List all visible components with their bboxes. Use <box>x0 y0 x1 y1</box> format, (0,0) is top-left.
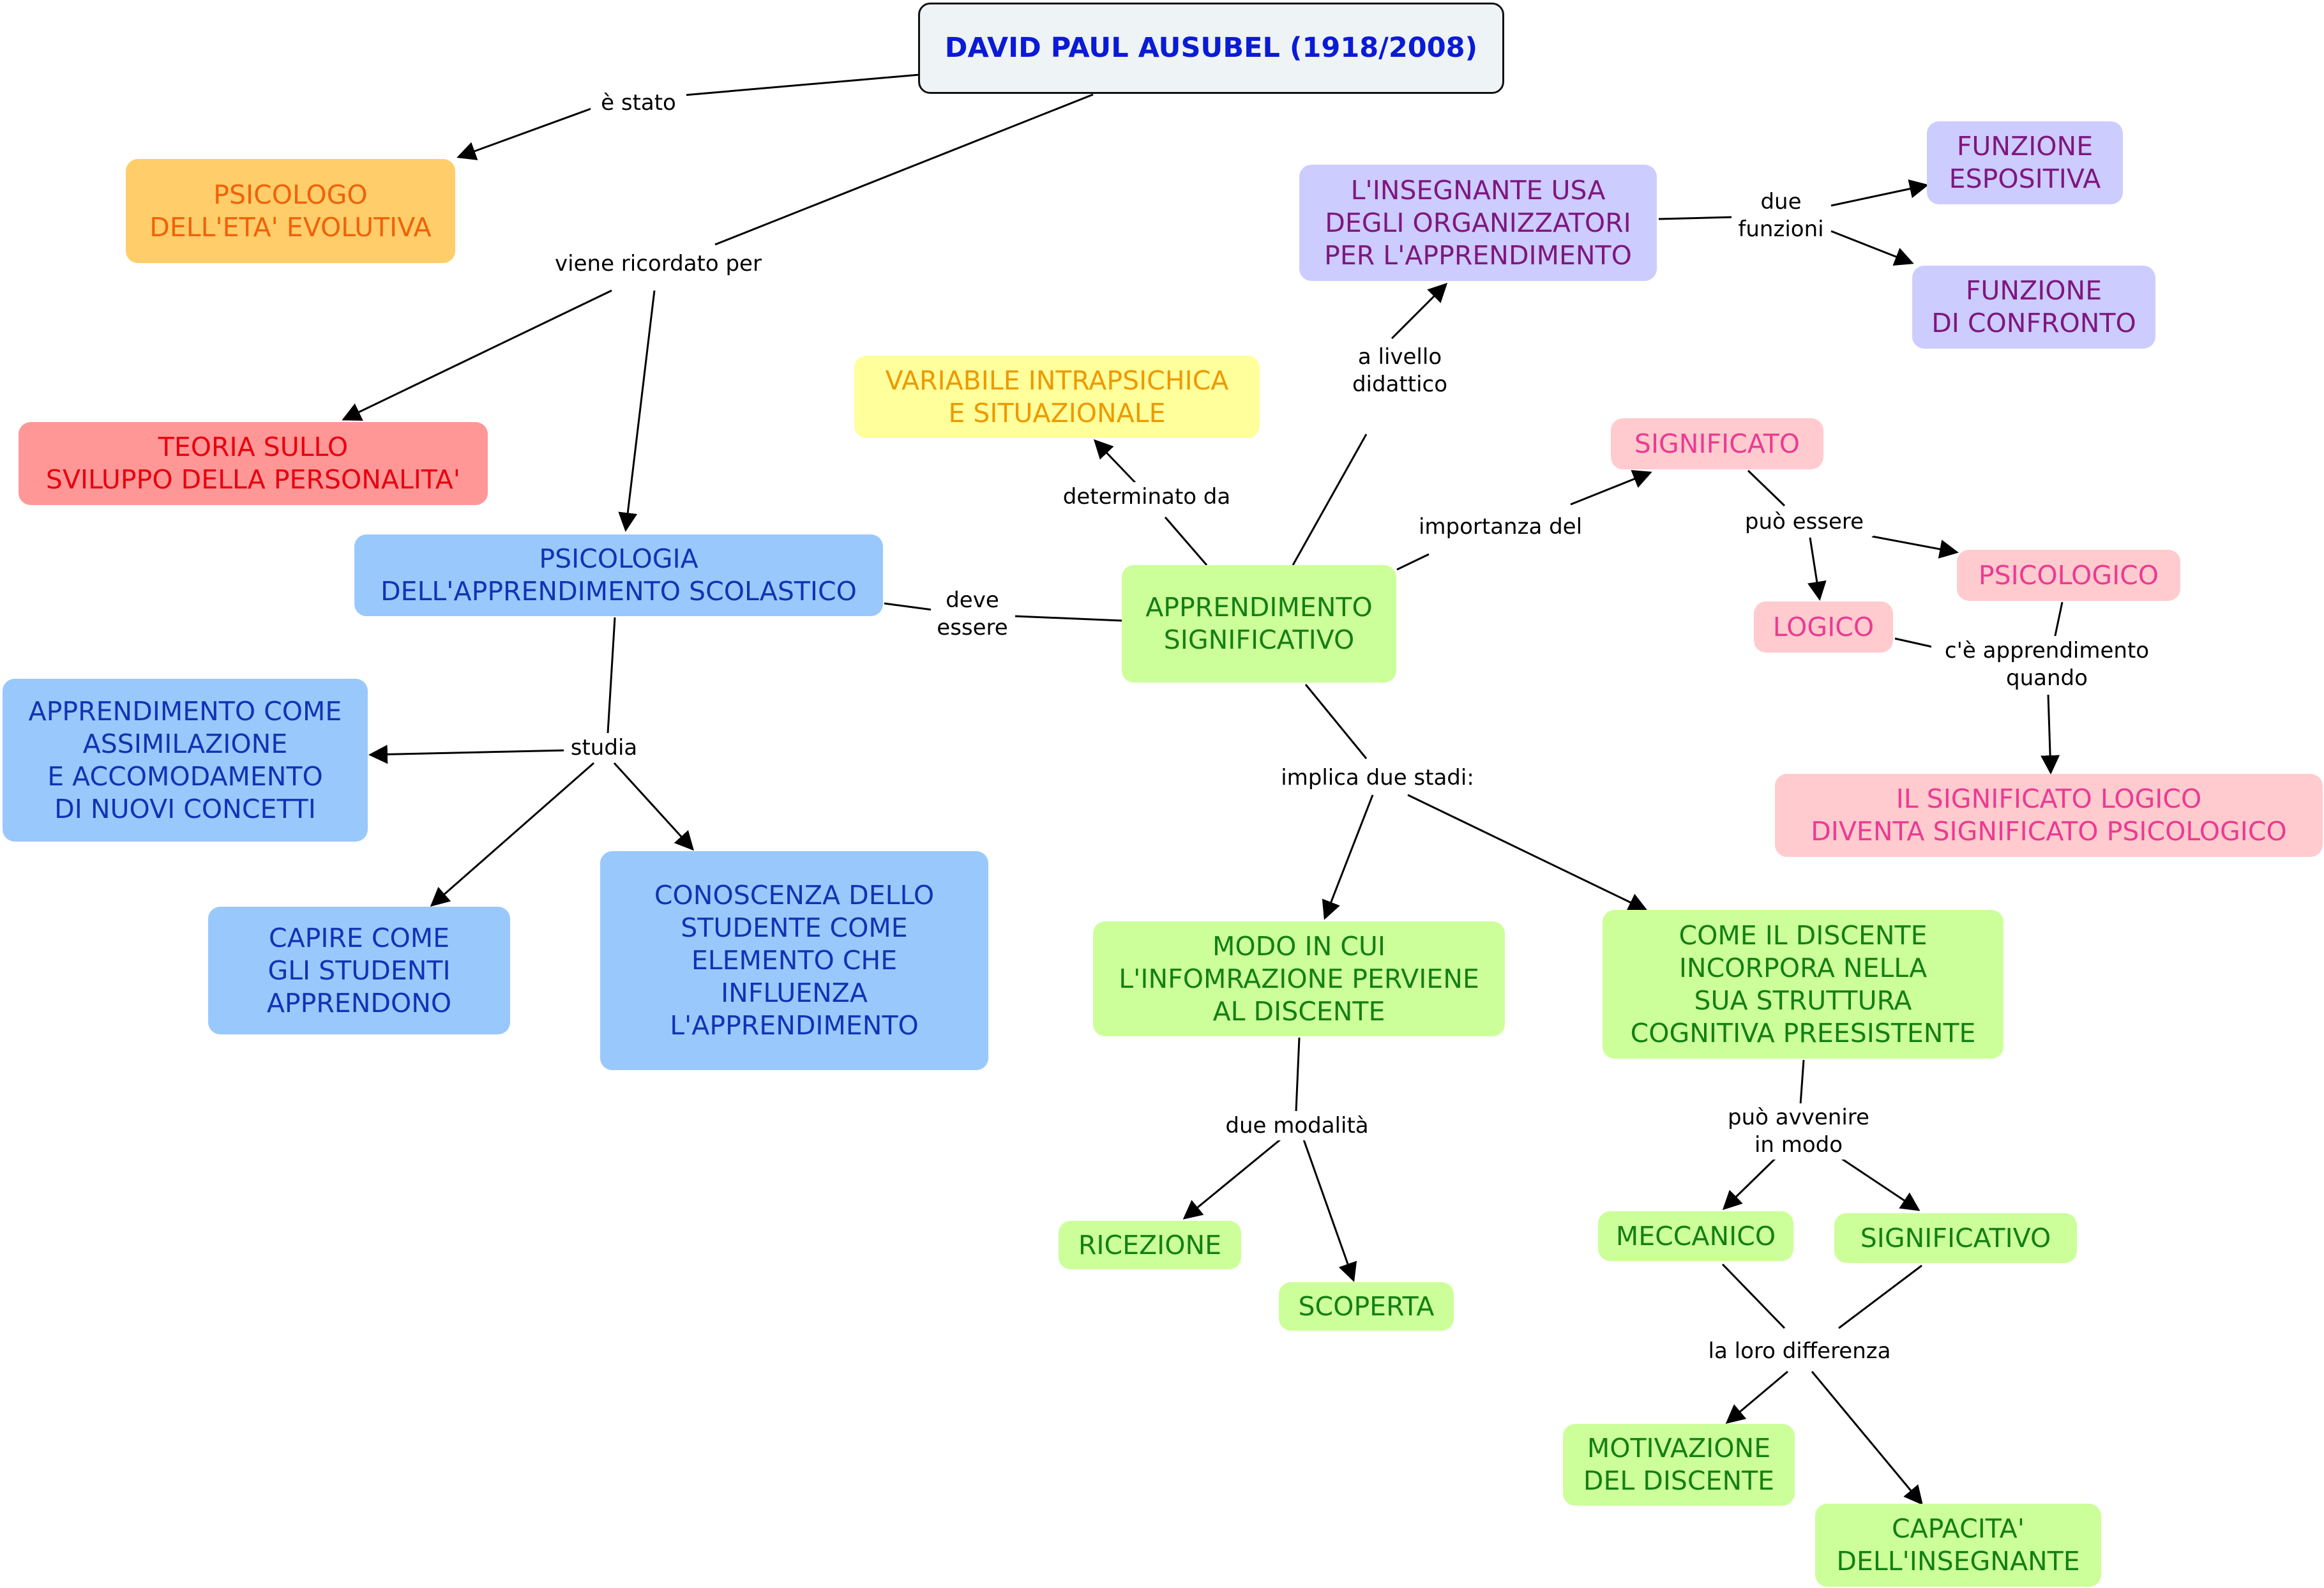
link-implica-come-discente <box>1407 794 1648 911</box>
link-label-studia: studia <box>564 733 644 762</box>
link-modo-due-modalita <box>1295 1037 1301 1112</box>
link-psicologico-ce-apprendimento <box>2053 601 2064 639</box>
link-label-implica: implica due stadi: <box>1267 763 1488 792</box>
node-significato[interactable]: SIGNIFICATO <box>1611 418 1823 469</box>
link-due-modalita-scoperta <box>1302 1139 1357 1282</box>
link-root-viene-ricordato <box>714 93 1094 246</box>
link-due-modalita-ricezione <box>1182 1138 1281 1220</box>
link-viene-ricordato-psicologia <box>618 290 656 532</box>
node-meccanico[interactable]: MECCANICO <box>1598 1211 1793 1261</box>
link-puo-avvenire-meccanico <box>1722 1158 1776 1211</box>
link-ce-apprendimento-significato-logico <box>2041 694 2060 775</box>
link-significativo-differenza <box>1838 1264 1922 1329</box>
link-label-a-livello: a livello didattico <box>1341 342 1459 400</box>
node-ricezione[interactable]: RICEZIONE <box>1059 1221 1241 1269</box>
link-psicologia-studia <box>607 617 616 734</box>
link-determinato-variabile <box>1093 439 1141 488</box>
link-significato-puo-essere <box>1747 469 1786 507</box>
node-variabile[interactable]: VARIABILE INTRAPSICHICA E SITUAZIONALE <box>854 356 1260 438</box>
node-psicologico[interactable]: PSICOLOGICO <box>1957 550 2180 601</box>
node-teoria[interactable]: TEORIA SULLO SVILUPPO DELLA PERSONALITA' <box>19 422 488 505</box>
node-psicologia[interactable]: PSICOLOGIA DELL'APPRENDIMENTO SCOLASTICO <box>354 534 883 616</box>
link-root-e-stato <box>676 73 920 97</box>
node-assimilazione[interactable]: APPRENDIMENTO COME ASSIMILAZIONE E ACCOM… <box>3 679 368 842</box>
link-label-viene-ricordato: viene ricordato per <box>543 248 774 279</box>
link-label-puo-essere: può essere <box>1735 507 1873 536</box>
link-importanza-significato <box>1570 470 1652 506</box>
link-label-determinato-da: determinato da <box>1053 482 1240 511</box>
link-apprendimento-determinato <box>1164 517 1208 566</box>
link-deve-essere-apprendimento <box>1015 615 1122 622</box>
link-apprendimento-importanza <box>1396 553 1430 571</box>
link-implica-modo <box>1322 794 1374 920</box>
link-label-due-modalita: due modalità <box>1215 1111 1379 1140</box>
link-meccanico-differenza <box>1721 1263 1786 1329</box>
link-puo-essere-psicologico <box>1871 535 1959 559</box>
link-psicologia-deve-essere <box>884 602 933 611</box>
link-e-stato-psicologo <box>456 104 601 160</box>
link-due-funzioni-confronto <box>1830 230 1914 266</box>
link-puo-avvenire-significativo <box>1841 1158 1920 1211</box>
link-differenza-capacita <box>1811 1371 1923 1506</box>
link-logico-ce-apprendimento <box>1894 637 1938 649</box>
node-modo[interactable]: MODO IN CUI L'INFOMRAZIONE PERVIENE AL D… <box>1093 921 1505 1036</box>
node-conoscenza[interactable]: CONOSCENZA DELLO STUDENTE COME ELEMENTO … <box>600 851 988 1070</box>
link-due-funzioni-espositiva <box>1830 179 1929 207</box>
node-psicologo[interactable]: PSICOLOGO DELL'ETA' EVOLUTIVA <box>126 159 455 263</box>
link-differenza-motivazione <box>1725 1370 1788 1424</box>
link-puo-essere-logico <box>1807 537 1827 601</box>
link-livello-insegnante <box>1391 282 1448 340</box>
link-apprendimento-livello <box>1292 434 1368 566</box>
node-funzione-espositiva[interactable]: FUNZIONE ESPOSITIVA <box>1927 121 2123 204</box>
link-viene-ricordato-teoria <box>342 289 612 421</box>
root-node[interactable]: DAVID PAUL AUSUBEL (1918/2008) <box>918 3 1504 94</box>
link-studia-conoscenza <box>613 762 695 851</box>
node-apprendimento-significativo[interactable]: APPRENDIMENTO SIGNIFICATIVO <box>1122 565 1396 683</box>
link-come-discente-puo-avvenire <box>1799 1059 1805 1105</box>
node-insegnante[interactable]: L'INSEGNANTE USA DEGLI ORGANIZZATORI PER… <box>1299 165 1657 281</box>
node-capire[interactable]: CAPIRE COME GLI STUDENTI APPRENDONO <box>208 907 510 1034</box>
link-label-puo-avvenire: può avvenire in modo <box>1712 1103 1885 1160</box>
node-capacita[interactable]: CAPACITA' DELL'INSEGNANTE <box>1815 1504 2101 1587</box>
node-funzione-confronto[interactable]: FUNZIONE DI CONFRONTO <box>1912 266 2155 349</box>
node-scoperta[interactable]: SCOPERTA <box>1279 1282 1454 1331</box>
node-significativo[interactable]: SIGNIFICATIVO <box>1834 1213 2077 1263</box>
link-label-deve-essere: deve essere <box>931 586 1014 642</box>
link-label-importanza-del: importanza del <box>1408 512 1593 541</box>
node-significato-logico[interactable]: IL SIGNIFICATO LOGICO DIVENTA SIGNIFICAT… <box>1775 774 2323 857</box>
node-logico[interactable]: LOGICO <box>1754 601 1893 653</box>
link-insegnante-due-funzioni <box>1658 216 1734 220</box>
link-label-ce-apprendimento: c'è apprendimento quando <box>1931 636 2162 693</box>
node-come-discente[interactable]: COME IL DISCENTE INCORPORA NELLA SUA STR… <box>1603 910 2003 1059</box>
link-studia-assimilazione <box>368 745 569 764</box>
link-apprendimento-implica <box>1304 684 1368 759</box>
link-label-e-stato: è stato <box>591 87 686 118</box>
node-motivazione[interactable]: MOTIVAZIONE DEL DISCENTE <box>1563 1424 1795 1506</box>
link-studia-capire <box>430 762 594 907</box>
link-label-loro-differenza: la loro differenza <box>1693 1336 1906 1366</box>
link-label-due-funzioni: due funzioni <box>1732 187 1830 245</box>
